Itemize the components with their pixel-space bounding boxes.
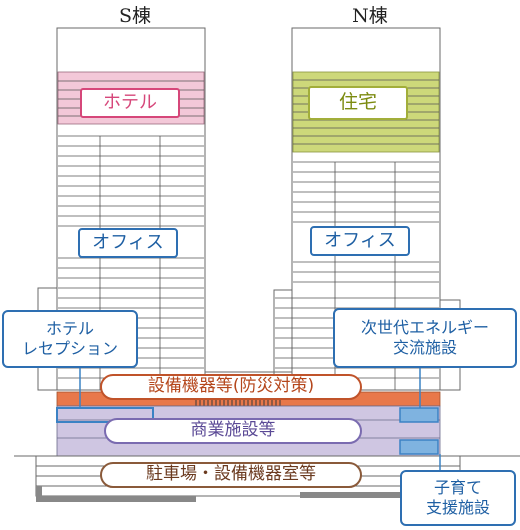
childcare-label: 子育て 支援施設: [400, 470, 516, 526]
commercial-label: 商業施設等: [104, 418, 362, 444]
hotel-label: ホテル: [80, 88, 180, 118]
energy-center-label: 次世代エネルギー 交流施設: [333, 308, 517, 368]
childcare-highlight: [399, 439, 439, 455]
reception-highlight: [56, 407, 154, 423]
equipment-label: 設備機器等(防災対策): [100, 374, 362, 400]
south-office-label: オフィス: [78, 228, 178, 258]
energy-highlight: [399, 407, 439, 423]
north-office-label: オフィス: [310, 226, 410, 256]
foundation: [36, 486, 400, 502]
north-tower-title: N棟: [352, 5, 388, 27]
south-tower-title: S棟: [118, 5, 152, 27]
north-tower-outline: [291, 27, 441, 391]
hotel-reception-label: ホテル レセプション: [2, 310, 138, 368]
residence-label: 住宅: [308, 86, 408, 120]
parking-label: 駐車場・設備機器室等: [100, 462, 362, 488]
